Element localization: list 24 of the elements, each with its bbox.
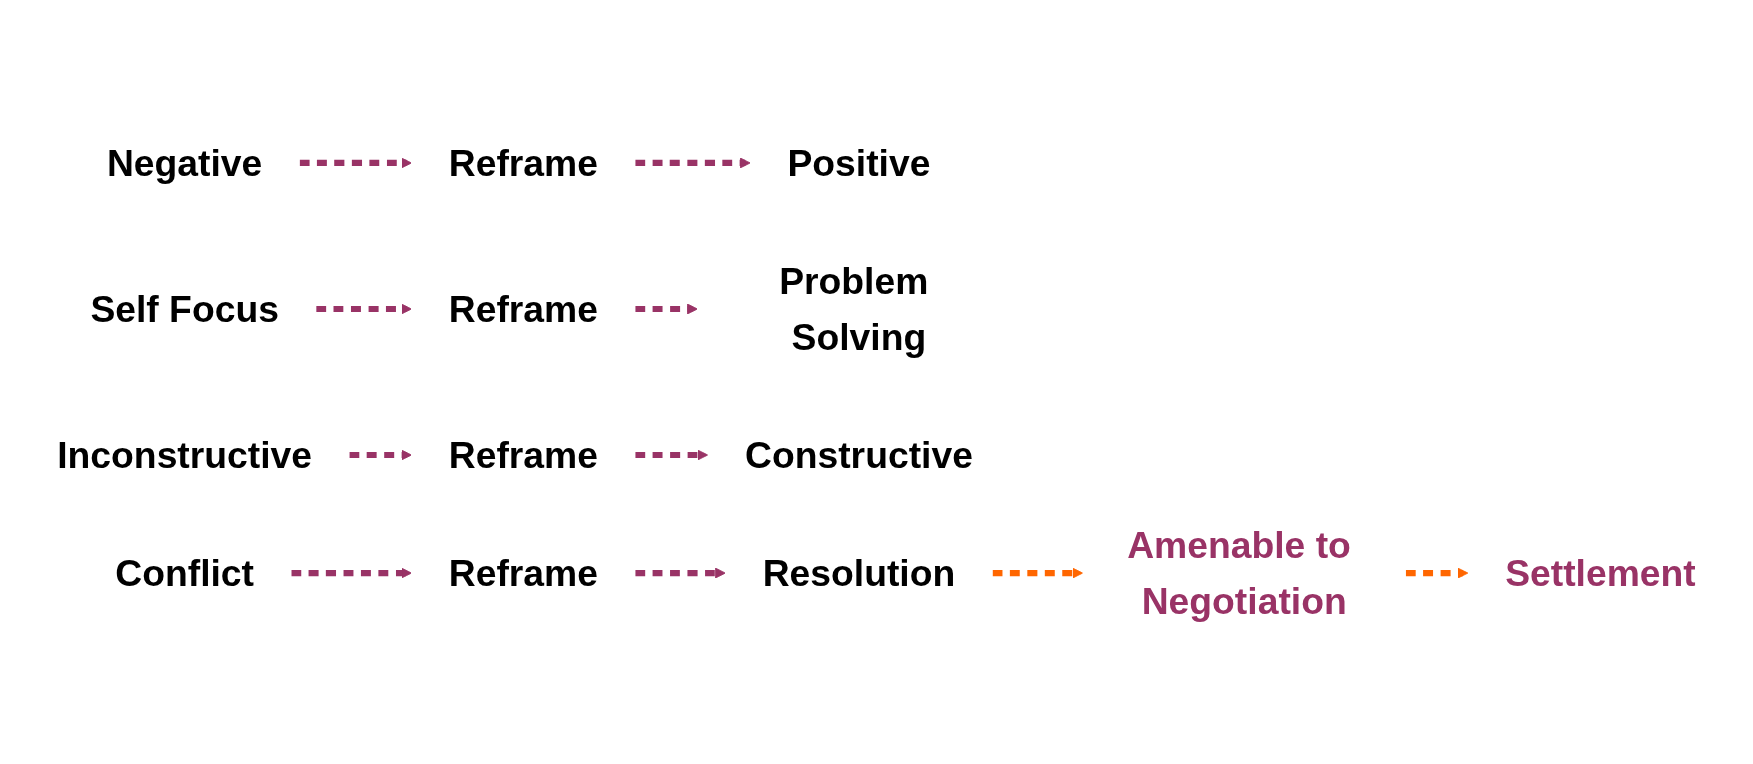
arrow xyxy=(291,567,412,579)
node-text: Self Focus xyxy=(90,288,279,330)
node-text: Conflict xyxy=(115,552,255,594)
arrow xyxy=(635,449,709,461)
node-text: Resolution xyxy=(762,552,956,594)
node-text: Inconstructive xyxy=(57,434,313,476)
node-text: Positive xyxy=(787,142,931,184)
arrow xyxy=(635,567,726,579)
arrow xyxy=(1405,567,1469,579)
node-text: Amenable to Negotiation xyxy=(1127,524,1351,622)
node-text: Reframe xyxy=(448,434,598,476)
arrow xyxy=(635,157,751,169)
arrow xyxy=(316,303,412,315)
arrow xyxy=(299,157,412,169)
node-text: Negative xyxy=(106,142,263,184)
node-text: Constructive xyxy=(745,434,973,476)
node-text: Settlement xyxy=(1505,552,1696,594)
node-text: Reframe xyxy=(448,552,598,594)
arrow xyxy=(635,303,698,315)
arrow xyxy=(349,449,412,461)
node-text: Problem Solving xyxy=(779,260,929,358)
arrow xyxy=(992,567,1084,579)
node-text: Reframe xyxy=(448,142,598,184)
node-text: Reframe xyxy=(448,288,598,330)
